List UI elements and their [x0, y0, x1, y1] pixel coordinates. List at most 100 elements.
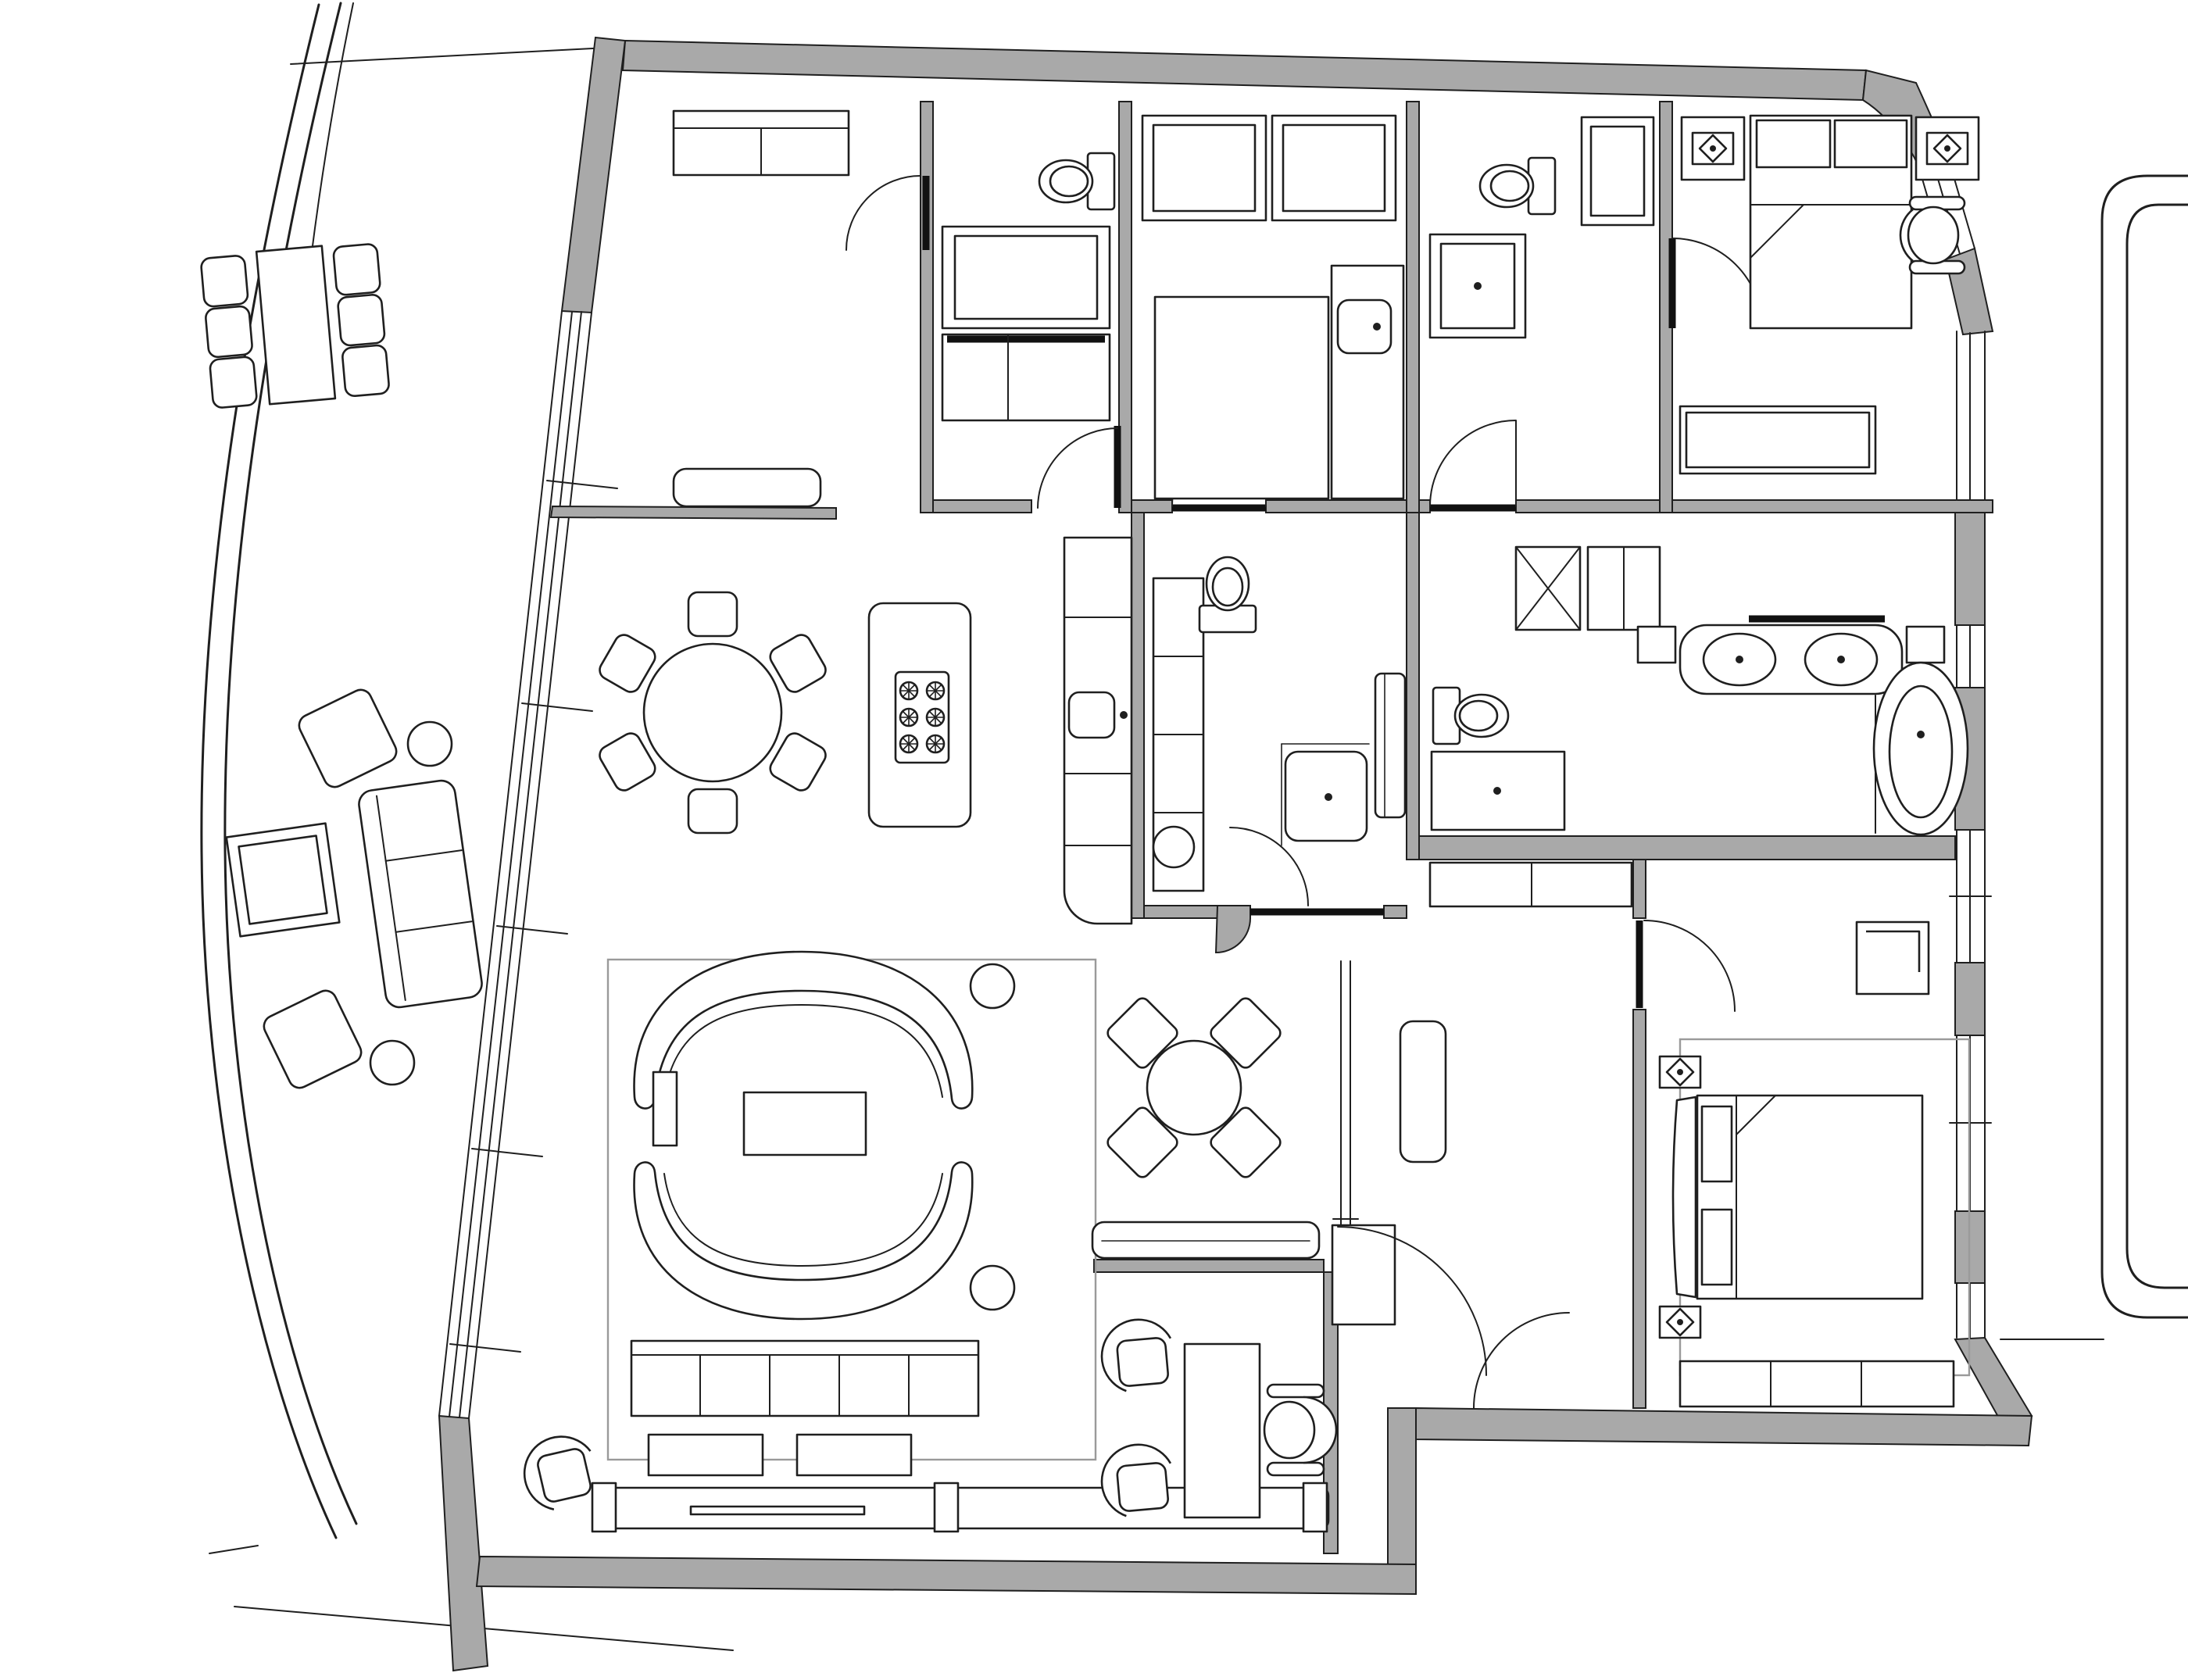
door-swing-entry [846, 175, 921, 251]
burner-icon [899, 734, 919, 754]
guest-bath-cabinet [1580, 116, 1655, 227]
burner-icon [925, 734, 946, 754]
wall-bottom-right-wedge [1954, 1336, 2033, 1425]
ceiling-light-icon [1691, 131, 1735, 166]
hall-cabinet [1399, 1020, 1447, 1163]
window-mullion-tick [471, 1148, 543, 1157]
outdoor-chair [341, 343, 391, 399]
wardrobe-unit [941, 333, 1111, 422]
guest-chair-1 [1085, 1303, 1194, 1411]
toilet-icon [1478, 156, 1557, 216]
glass-screen [1332, 960, 1359, 1231]
terrace [199, 2, 734, 1651]
side-table-round-2 [969, 1264, 1016, 1311]
laundry-basket [1152, 825, 1196, 869]
toilet-icon [1198, 556, 1257, 634]
ottoman-1 [647, 1433, 764, 1477]
wall-wc-kitchen [932, 499, 1032, 513]
ceiling-light-icon [1658, 1305, 1702, 1339]
burner-icon [899, 681, 919, 701]
ceiling-light-icon [1925, 131, 1969, 166]
wall-right-seg-3 [1954, 962, 1986, 1036]
outdoor-dining-table [255, 245, 337, 406]
outdoor-lounge-chair-2 [263, 989, 363, 1089]
entry-hall [672, 109, 850, 508]
wall-bottom [475, 1555, 1417, 1596]
outdoor-side-table-1 [406, 720, 453, 767]
coffee-table [742, 1091, 867, 1156]
wall-guestbath-bottom-a [1418, 499, 1431, 513]
toilet-icon [1432, 686, 1510, 745]
wall-wc-laundry [1118, 101, 1132, 513]
railing-end-tick [209, 1545, 259, 1554]
wall-bath-bottom-b [1383, 905, 1407, 919]
foot-bench [1679, 1360, 1955, 1408]
door-swing-master-bedroom [1643, 920, 1736, 1012]
ceiling-light-icon [1658, 1055, 1702, 1089]
master-bathroom [1428, 624, 1969, 908]
bench-cap [933, 1482, 960, 1533]
dressing-wardrobe [1586, 545, 1661, 631]
outdoor-chair [331, 242, 382, 297]
guest-bathroom [1428, 116, 1655, 339]
pool-deck [2000, 174, 2188, 1340]
door-swing-office [1337, 1226, 1487, 1376]
wall-entry-kitchen [549, 505, 837, 520]
outdoor-side-table-2 [369, 1039, 416, 1086]
office-chair [1263, 1383, 1338, 1477]
outdoor-dining-set [199, 242, 391, 409]
wall-laundry-bottom-b [1265, 499, 1420, 513]
terrace-railing-outer [200, 3, 338, 1539]
pillow [1700, 1208, 1733, 1286]
dryer-icon [1271, 114, 1397, 222]
entry-bench [672, 109, 850, 177]
toilet-icon [1038, 152, 1116, 211]
pillow [1700, 1105, 1733, 1183]
wall-guestbath-bottom-b [1515, 499, 1661, 513]
round-dining-table-set [595, 591, 831, 835]
kitchen-counter [1063, 536, 1133, 925]
wall-bedroom2-bottom [1671, 499, 1993, 513]
master-bedroom [1658, 920, 1971, 1408]
office [1085, 1221, 1338, 1536]
bench-sill-line [689, 1505, 866, 1516]
wall-left-top [560, 36, 627, 314]
tv-console [630, 1339, 980, 1417]
vanity-side-shelf [1905, 625, 1946, 664]
door-swing-bedroom2 [1671, 238, 1763, 329]
wall-laundry-bottom-a [1131, 499, 1173, 513]
window-mullion-tick [546, 480, 618, 489]
outdoor-chair [336, 293, 387, 348]
bedroom2-chair [1899, 195, 1966, 275]
bench-cap [1302, 1482, 1328, 1533]
breakfast-nook [1103, 994, 1285, 1181]
kitchen-sink [1067, 691, 1116, 739]
side-table-rect [652, 1071, 678, 1147]
utility-sink-icon [1330, 264, 1405, 500]
terrace-boundary-top [290, 46, 624, 65]
central-bathroom [1152, 556, 1407, 892]
doors [846, 175, 1885, 1409]
door-swing-guest-bath [1429, 420, 1517, 507]
wall-kitchen-bath [1131, 512, 1145, 919]
outdoor-sofa [358, 779, 483, 1009]
sideboard [1091, 1221, 1321, 1260]
faucet-dot [1120, 711, 1128, 719]
outdoor-chair [204, 304, 254, 359]
door-panel-office [1331, 1224, 1396, 1326]
outdoor-lounge-chair-1 [298, 688, 398, 788]
outdoor-square-table [225, 822, 341, 938]
deck-edge-inner [2125, 203, 2188, 1289]
window-mullion-tick [496, 925, 568, 935]
wall-masterbath-bottom [1418, 835, 1956, 860]
door-swing-hallway [1473, 1312, 1570, 1409]
wall-laundry-guestbath [1406, 101, 1420, 513]
pillow [1833, 119, 1908, 169]
master-bed [1671, 1094, 1924, 1300]
kitchen-island [867, 602, 972, 828]
wall-masterbed-left-b [1632, 1009, 1646, 1409]
curved-sofa-top [633, 950, 974, 1110]
outdoor-chair [199, 254, 250, 309]
door-swing-central-bath [1229, 827, 1309, 906]
